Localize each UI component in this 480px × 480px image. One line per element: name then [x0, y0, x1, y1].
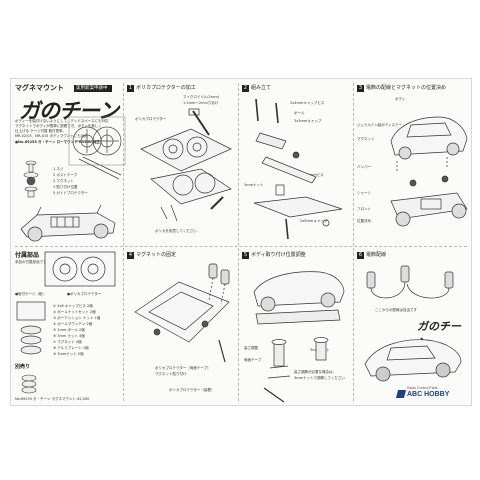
- cover-product: ●No.69255 ガ・チーン ローマウント N1200 純正: [15, 140, 100, 144]
- protector-disc-illustration: [68, 116, 126, 180]
- step-3-note-4: シャーシ: [357, 191, 371, 195]
- parts-item-4: ⑤ 2mm ボール 2個: [53, 328, 85, 332]
- parts-item-8: ⑨ 3mmナット 2個: [53, 352, 84, 356]
- parts-protector-label: ●ボリカプロテクター: [67, 292, 102, 296]
- cover-legend-2: 3 マグネット: [53, 179, 74, 183]
- step-6-number: 6: [357, 252, 364, 259]
- step-6-note-0: ここからの配線は自由です: [375, 308, 417, 312]
- step-1-note-1: 1.5mm〜2mm穴あけ: [183, 101, 219, 105]
- parts-item-6: ⑦ マグネット 4個: [53, 340, 82, 344]
- screw-stack-illustration: [23, 160, 39, 198]
- car-body-chassis-illustration: [390, 116, 468, 227]
- step-2-title: 組み立て: [251, 85, 272, 91]
- step-4-title: マグネットの固定: [136, 252, 177, 258]
- step-2-note-5: 2x5mmキャップ: [300, 219, 328, 223]
- step-3-note-5: フロント: [357, 207, 371, 211]
- finished-car-illustration: [364, 339, 462, 382]
- cover-desc-1: マグネットでボディが簡単に脱着でき、ボディを美しく: [15, 124, 102, 128]
- step-5-number: 5: [242, 252, 249, 259]
- chassis-illustration: [20, 204, 116, 242]
- extra-parts-illustration: [21, 374, 37, 394]
- parts-item-3: ④ ボールマウンテン 2個: [53, 322, 93, 326]
- brand-logo-icon: [395, 390, 407, 398]
- step-5-note-0: 高さ調整: [244, 346, 258, 350]
- cover-legend-3: 4 貼り付け位置: [53, 185, 78, 189]
- cover-desc-3: MR-02/03、MR-015 ボディマウントにも対応: [15, 134, 88, 138]
- step-3-note-1: ジュラルミン製ボディステー: [357, 123, 403, 127]
- step-4-note-0: ボリカプロテクター（両面テープ）: [155, 366, 211, 370]
- parts-subtitle: 本品の付属部品です: [15, 260, 47, 264]
- cover-desc-0: ボディーを傷付けないようにして、デッドスペースにも対応: [15, 119, 109, 123]
- step-3-note-0: ボディ: [395, 97, 406, 101]
- step-3-note-3: バンパー: [357, 165, 372, 169]
- step-2-note-2: 3x3mmキャップ: [294, 119, 322, 123]
- cover-badge: 実用新案申請中: [76, 86, 108, 91]
- cover-desc-2: 仕上げる ゲージ付属 取付簡単、: [15, 129, 67, 133]
- cover-legend-0: 1 ネジ: [53, 167, 64, 171]
- assembly-illustration: [253, 98, 343, 240]
- parts-panel: 付属部品 本品の付属部品です ●取付ゲージ（紙） ●ボリカプロテクター ① 4x…: [11, 248, 123, 405]
- cover-panel: マグネマウント 実用新案申請中 ガのチーン ボディーを傷付けないようにして、デッ…: [11, 79, 126, 246]
- parts-protector-illustration: [44, 251, 116, 287]
- wiring-illustration: [366, 265, 454, 299]
- step-1-note-3: ボリカを用意してください: [155, 229, 197, 233]
- step-3-note-2: マグネット: [357, 137, 375, 141]
- step-3-title: 電飾の配線とマグネットの位置決め: [366, 85, 447, 91]
- parts-item-5: ⑥ 3mm ナット 4個: [53, 334, 85, 338]
- step-1-number: 1: [127, 85, 134, 92]
- step-1-note-2: ボリカプロテクター: [135, 117, 167, 121]
- brand-tagline: Radio Control Parts: [407, 386, 438, 390]
- divider: [123, 83, 124, 401]
- step-1-title: ボリカプロテクターの加工: [136, 85, 196, 91]
- instruction-sheet: マグネマウント 実用新案申請中 ガのチーン ボディーを傷付けないようにして、デッ…: [10, 78, 472, 406]
- parts-gauge-label: ●取付ゲージ（紙）: [15, 292, 46, 296]
- brand-name: ABC HOBBY: [407, 391, 450, 398]
- step-2-number: 2: [242, 85, 249, 92]
- parts-item-1: ② ボールナットセット 2個: [53, 310, 96, 314]
- step-3-note-6: 位置決め: [357, 219, 371, 223]
- step-1-note-0: マイクロドリル(1mm): [183, 95, 220, 99]
- step-2-note-1: ボール: [294, 111, 305, 115]
- step-4-note-1: マグネット貼り付け: [155, 372, 187, 376]
- divider: [15, 246, 467, 247]
- step-5-note-1: 両面テープ: [244, 358, 262, 362]
- cover-legend-4: 5 ガイドプロテクター: [53, 191, 88, 195]
- step-6-title: 電飾配線: [366, 252, 387, 258]
- step-5-note-4: 3mmナットで調節してください: [294, 376, 345, 380]
- parts-item-7: ⑧ アルミプレート 1個: [53, 346, 89, 350]
- body-mount-adjust-illustration: [253, 271, 345, 403]
- step-2-note-4: 3mmナット: [244, 183, 264, 187]
- body-underside-illustration: [134, 263, 230, 363]
- step-4-note-2: ボリカプロテクター（接着）: [169, 388, 215, 392]
- badge-bg: [74, 85, 112, 92]
- parts-item-0: ① 4x6 キャップビス 2個: [53, 304, 93, 308]
- step-2-note-0: 2x4mmキャップビス: [290, 101, 325, 105]
- drill-protector-illustration: [140, 108, 232, 222]
- parts-title: 付属部品: [15, 252, 40, 259]
- step-4-number: 4: [127, 252, 134, 259]
- divider: [353, 83, 354, 401]
- parts-item-2: ③ ボーテンション ナット 1個: [53, 316, 101, 320]
- cover-legend-1: 2 ポストテープ: [53, 173, 78, 177]
- divider: [238, 83, 239, 401]
- step-5-note-3: 高さ調節が必要な場合は、: [294, 370, 336, 374]
- step-3-number: 3: [357, 85, 364, 92]
- parts-extra-title: 別売り: [15, 364, 31, 370]
- step-5-title: ボディ取り付け位置調整: [251, 252, 306, 258]
- cover-kicker: マグネマウント: [15, 84, 64, 92]
- parts-gauge-illustration: [16, 301, 46, 355]
- parts-footer: No.69255 ガ・チーン マグネマウント ¥2,000: [15, 397, 90, 401]
